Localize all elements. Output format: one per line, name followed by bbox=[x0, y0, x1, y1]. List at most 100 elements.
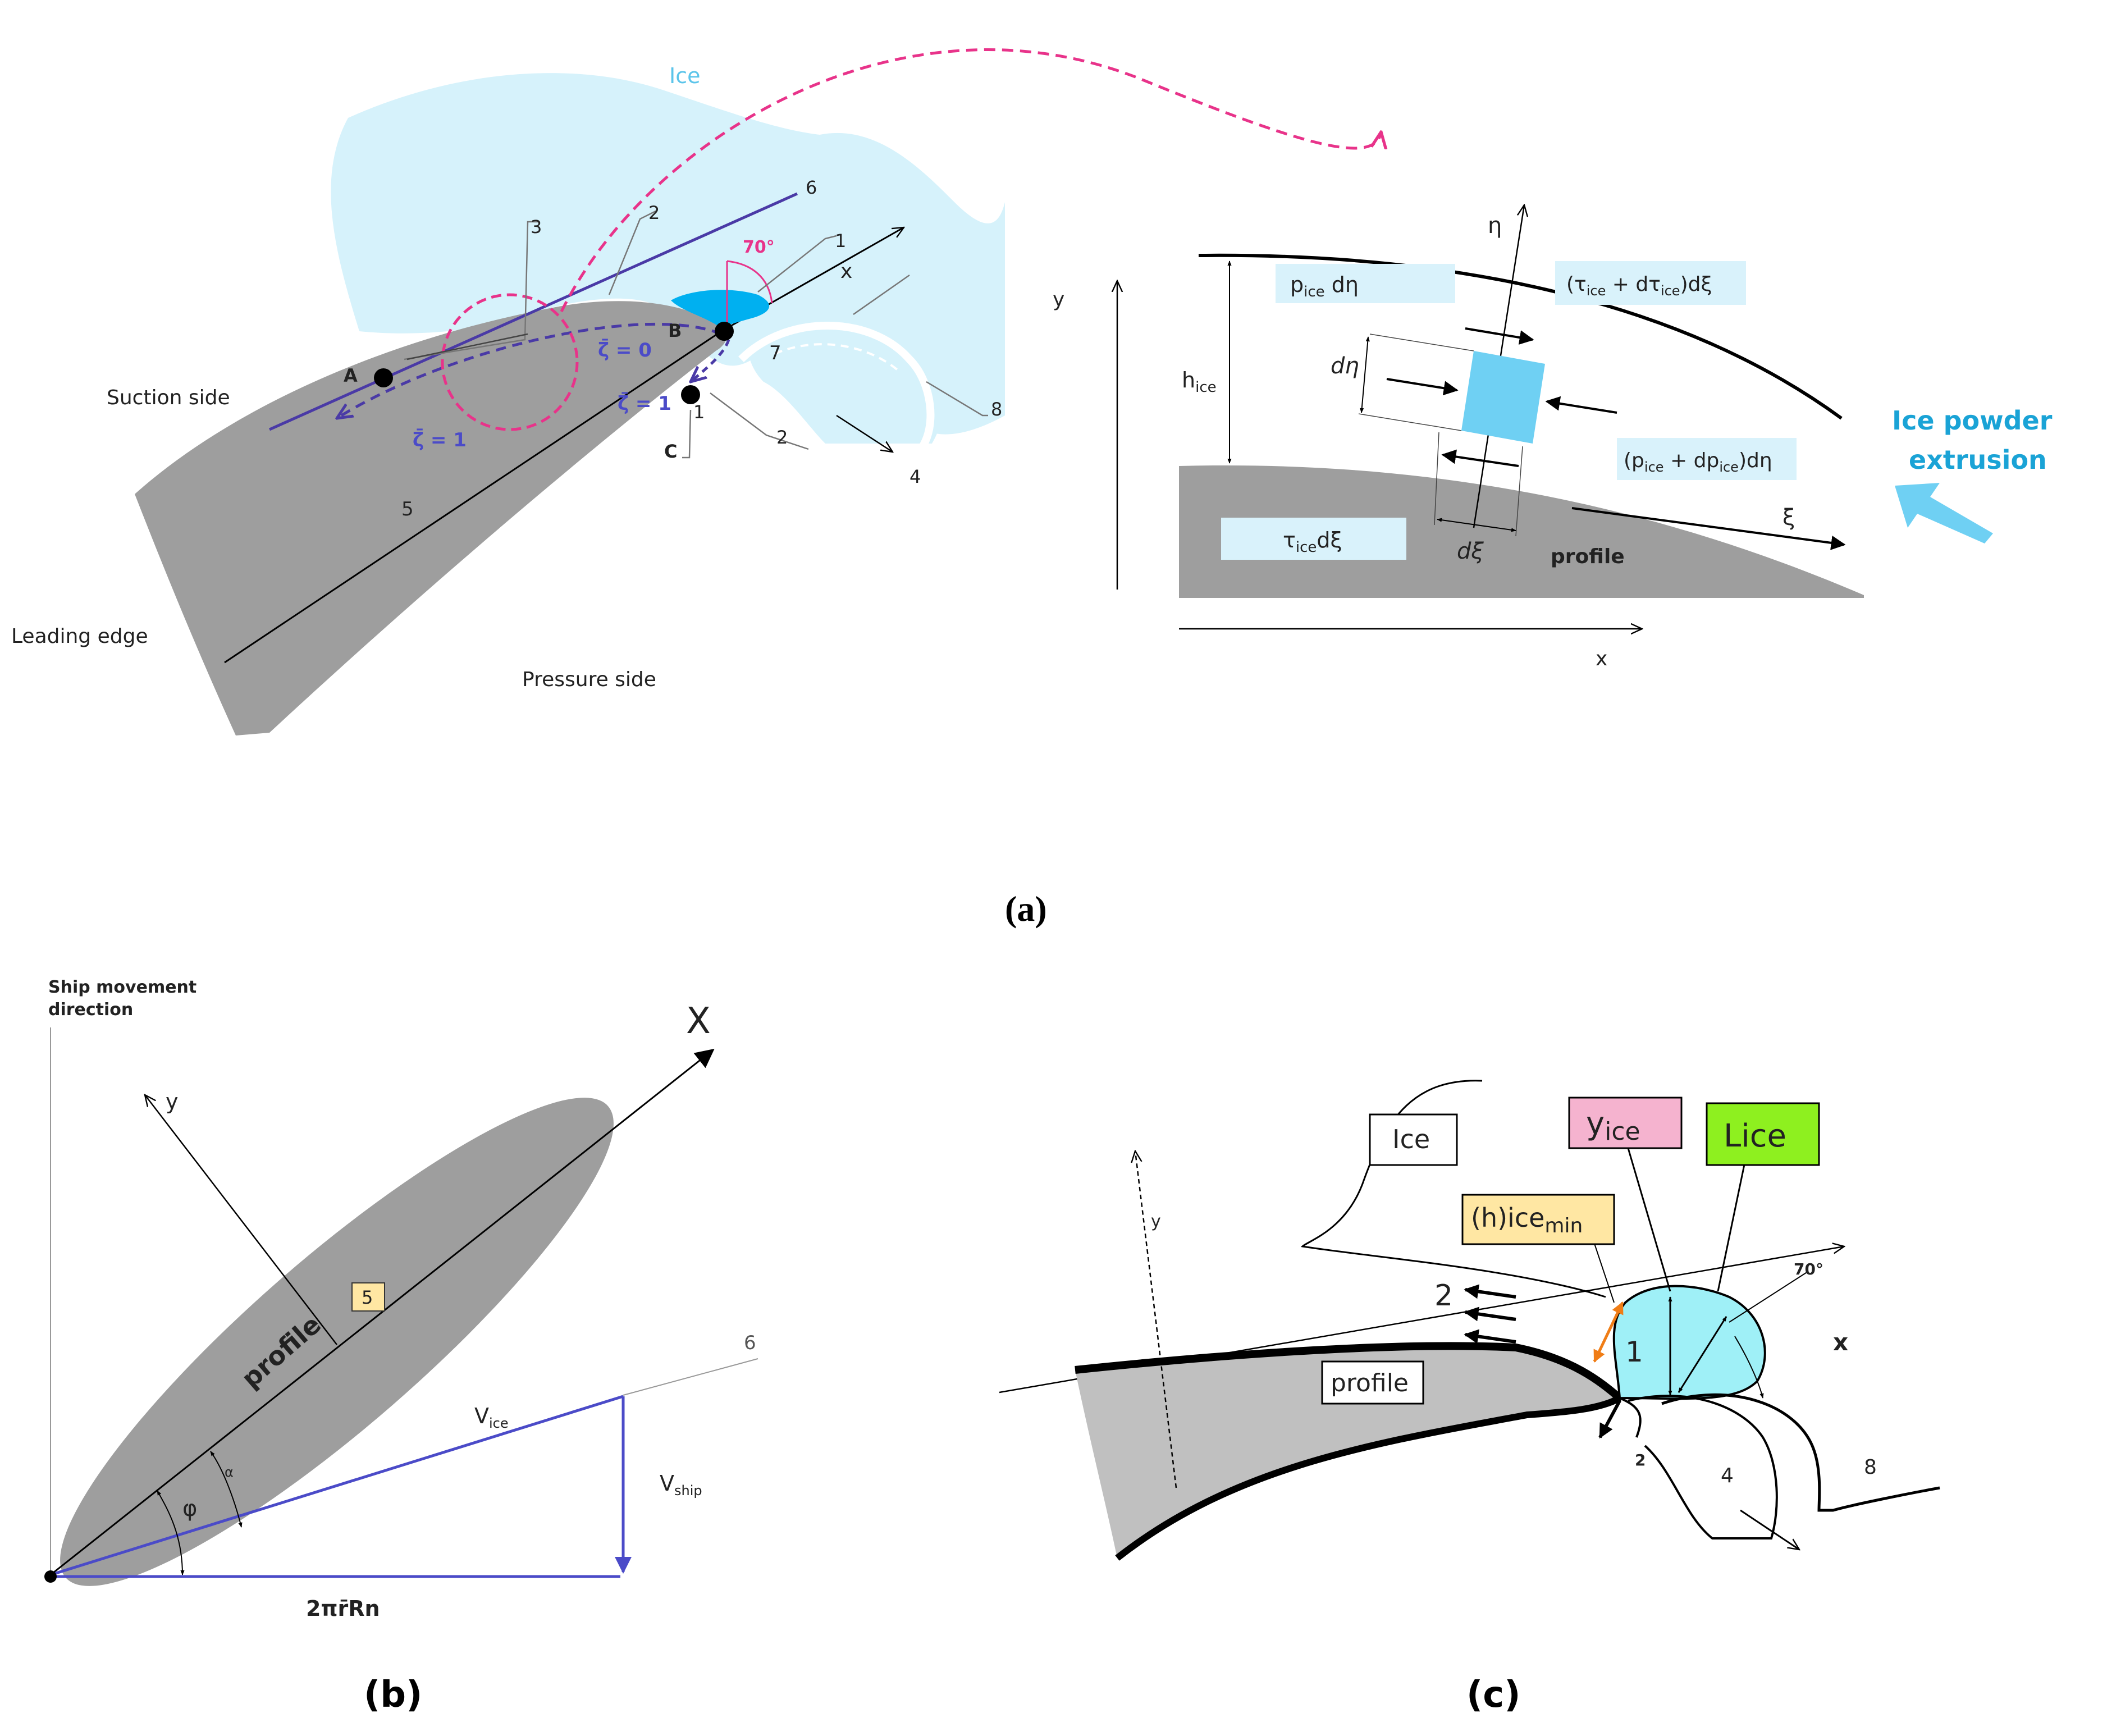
chord-line bbox=[224, 330, 722, 664]
number-1-bottom: 1 bbox=[693, 401, 705, 423]
extrusion-label-2: extrusion bbox=[1909, 445, 2047, 475]
h-ice-min-dimension bbox=[1593, 1301, 1624, 1363]
box-5-label: 5 bbox=[362, 1287, 373, 1308]
arrow-2-a bbox=[1464, 1284, 1516, 1299]
profile-lower-edge bbox=[1115, 1395, 1621, 1561]
ice-block-8 bbox=[1661, 1393, 1940, 1512]
origin-dot bbox=[44, 1570, 57, 1583]
axis-y-label-c: y bbox=[1151, 1212, 1161, 1231]
v-ship-label: Vship bbox=[660, 1471, 702, 1499]
panel-a-left bbox=[135, 48, 1381, 735]
alpha-label: α bbox=[225, 1464, 234, 1480]
arrow-2-b bbox=[1464, 1306, 1516, 1322]
leader-7-tick bbox=[853, 274, 910, 316]
ice-block-7-gap bbox=[738, 322, 935, 452]
x-axis-line-b bbox=[50, 1048, 715, 1576]
axis-X-label-b: X bbox=[686, 1001, 711, 1042]
tau-bottom-label: τicedξ bbox=[1283, 528, 1342, 556]
profile-box-c bbox=[1321, 1360, 1424, 1405]
number-1-c: 1 bbox=[1625, 1336, 1643, 1368]
d-eta-label: dη bbox=[1331, 353, 1359, 379]
pressure-side-label: Pressure side bbox=[522, 668, 656, 691]
y-axis-c bbox=[1135, 1151, 1177, 1488]
profile-element-region bbox=[1179, 465, 1864, 598]
profile-upper-edge bbox=[1075, 1342, 1622, 1401]
number-2-bottom-c: 2 bbox=[1635, 1451, 1646, 1469]
angle-70-arc-c bbox=[1734, 1336, 1764, 1399]
axis-y-label-b: y bbox=[166, 1089, 179, 1114]
axis-x-label: x bbox=[1596, 647, 1607, 670]
number-6: 6 bbox=[806, 177, 817, 198]
point-c-dot bbox=[681, 385, 700, 404]
tau-top-label: (τice + dτice)dξ bbox=[1566, 273, 1712, 299]
point-a-dot bbox=[374, 368, 393, 387]
force-bottom-shear bbox=[1441, 449, 1519, 467]
angle-70-leader bbox=[1729, 1271, 1808, 1323]
number-3: 3 bbox=[531, 216, 542, 237]
d-eta-ext-top bbox=[1369, 334, 1474, 351]
d-xi-ext-right bbox=[1515, 446, 1523, 537]
d-xi-ext-left bbox=[1434, 432, 1439, 526]
line-6 bbox=[268, 192, 798, 431]
ice-box-c bbox=[1369, 1113, 1458, 1166]
profile-label: profile bbox=[1551, 545, 1625, 568]
ship-direction-title-1: Ship movement bbox=[48, 977, 196, 997]
l-ice-label: Lice bbox=[1724, 1118, 1786, 1154]
ice-box-label: Ice bbox=[1392, 1124, 1430, 1154]
number-2-top-c: 2 bbox=[1434, 1279, 1453, 1313]
number-7: 7 bbox=[769, 342, 781, 364]
force-left-pressure bbox=[1386, 378, 1459, 396]
number-1-top: 1 bbox=[835, 230, 846, 252]
y-ice-leader bbox=[1627, 1148, 1671, 1292]
profile-section bbox=[135, 301, 727, 735]
panel-a-right bbox=[1117, 205, 1993, 629]
x-axis-label: x bbox=[840, 260, 852, 283]
d-xi-dimension bbox=[1437, 518, 1516, 532]
number-5: 5 bbox=[401, 498, 414, 520]
point-a-label: A bbox=[344, 365, 358, 386]
h-min-leader bbox=[1594, 1243, 1615, 1303]
ice-extrusion-zone bbox=[671, 290, 770, 328]
leader-3 bbox=[404, 221, 539, 360]
point-b-dot bbox=[715, 322, 734, 341]
number-4: 4 bbox=[909, 466, 921, 487]
base-vector-label: 2πr̄Rn bbox=[306, 1596, 380, 1621]
axis-x-label-c: x bbox=[1833, 1328, 1848, 1356]
v-ice-vector bbox=[50, 1395, 624, 1577]
leader-8 bbox=[926, 381, 988, 417]
ice-block-4 bbox=[1619, 1395, 1778, 1539]
arrow-4 bbox=[836, 414, 893, 452]
label-5-box bbox=[351, 1282, 385, 1312]
p-ice-deta-label: pice dη bbox=[1290, 272, 1359, 300]
p-right-box bbox=[1617, 438, 1797, 480]
number-2-bottom: 2 bbox=[776, 427, 788, 448]
line-6-b bbox=[623, 1358, 758, 1396]
angle-70-label: 70° bbox=[743, 237, 775, 257]
caption-a: (a) bbox=[1005, 889, 1047, 929]
extrusion-label-1: Ice powder bbox=[1892, 405, 2053, 436]
h-ice-label: hice bbox=[1182, 368, 1217, 396]
angle-70-arc bbox=[726, 260, 773, 304]
phi-arc bbox=[157, 1490, 185, 1575]
h-ice-min-label: (h)icemin bbox=[1471, 1203, 1583, 1237]
y-ice-label: yice bbox=[1586, 1105, 1640, 1146]
number-6-b: 6 bbox=[744, 1332, 756, 1354]
tau-bottom-box bbox=[1221, 518, 1406, 560]
panel-a-left-labels: Ice Suction side Leading edge Pressure s… bbox=[11, 63, 1002, 691]
leader-1-bottom bbox=[682, 409, 692, 459]
ice-block-7-dash bbox=[774, 343, 899, 372]
arrow-3 bbox=[406, 333, 528, 360]
v-ice-label: Vice bbox=[474, 1404, 509, 1431]
l-ice-box bbox=[1706, 1102, 1820, 1166]
panel-b bbox=[44, 1027, 758, 1586]
number-4-c: 4 bbox=[1721, 1464, 1734, 1487]
leader-1-top bbox=[757, 235, 837, 293]
point-b-label: B bbox=[668, 320, 682, 341]
d-eta-dimension bbox=[1360, 336, 1370, 413]
arrow-exit bbox=[1740, 1509, 1799, 1550]
y-axis-line-b bbox=[145, 1095, 337, 1345]
point-c-label: C bbox=[664, 441, 677, 462]
zeta-path-upper bbox=[337, 322, 722, 418]
force-right-pressure bbox=[1545, 396, 1617, 414]
